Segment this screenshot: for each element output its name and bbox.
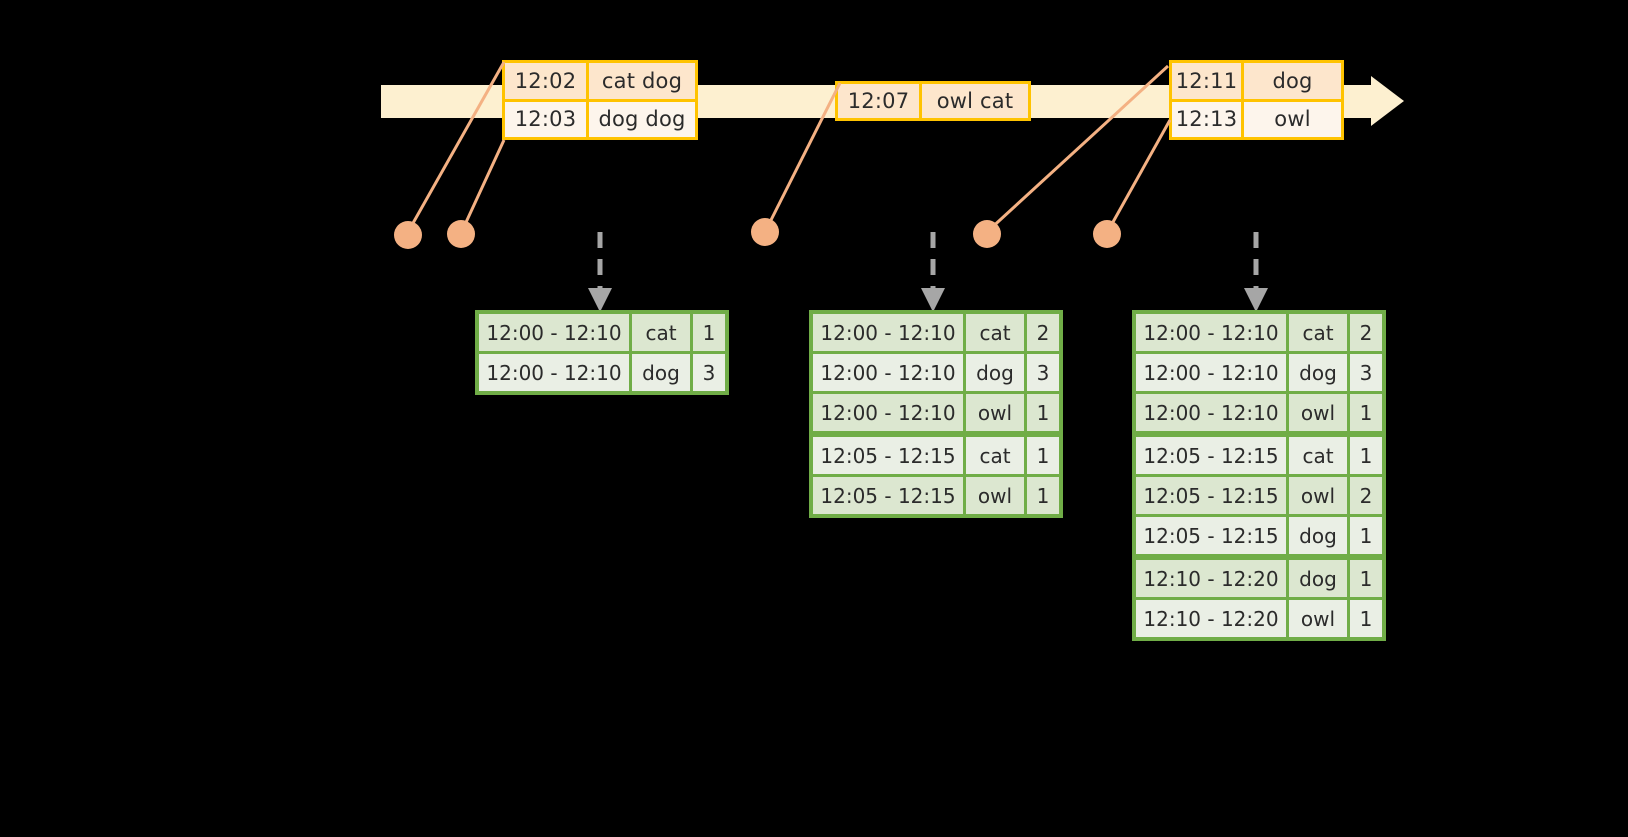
event-row: 12:03 dog dog (505, 98, 695, 137)
event-box-2: 12:07 owl cat (835, 81, 1031, 121)
event-time: 12:11 (1172, 63, 1244, 99)
table-row: 12:00 - 12:10 cat 2 (1136, 314, 1382, 351)
window-cell: 12:05 - 12:15 (813, 477, 963, 514)
word-cell: cat (966, 437, 1024, 474)
window-cell: 12:10 - 12:20 (1136, 600, 1286, 637)
word-cell: cat (632, 314, 690, 351)
count-cell: 1 (1350, 600, 1382, 637)
table-row: 12:05 - 12:15 cat 1 (813, 437, 1059, 474)
count-cell: 1 (1027, 437, 1059, 474)
word-cell: owl (1289, 394, 1347, 431)
table-row: 12:00 - 12:10 dog 3 (1136, 354, 1382, 391)
connector-dot-2 (447, 220, 475, 248)
word-cell: cat (1289, 314, 1347, 351)
count-cell: 1 (1350, 394, 1382, 431)
count-cell: 1 (693, 314, 725, 351)
window-cell: 12:00 - 12:10 (813, 394, 963, 431)
window-cell: 12:00 - 12:10 (813, 354, 963, 391)
event-time: 12:02 (505, 63, 589, 99)
word-cell: dog (1289, 517, 1347, 554)
count-cell: 1 (1350, 560, 1382, 597)
window-cell: 12:00 - 12:10 (1136, 354, 1286, 391)
window-cell: 12:00 - 12:10 (479, 354, 629, 391)
word-cell: cat (1289, 437, 1347, 474)
count-cell: 1 (1027, 477, 1059, 514)
window-group: 12:00 - 12:10 cat 2 12:00 - 12:10 dog 3 … (1136, 314, 1382, 431)
word-cell: cat (966, 314, 1024, 351)
window-cell: 12:00 - 12:10 (1136, 394, 1286, 431)
word-cell: owl (966, 477, 1024, 514)
dashed-arrow-1 (588, 232, 612, 312)
word-cell: dog (1289, 354, 1347, 391)
connector-dot-4 (973, 220, 1001, 248)
event-time: 12:07 (838, 84, 922, 118)
window-cell: 12:00 - 12:10 (813, 314, 963, 351)
event-row: 12:02 cat dog (505, 63, 695, 99)
result-table-3: 12:00 - 12:10 cat 2 12:00 - 12:10 dog 3 … (1132, 310, 1386, 641)
dashed-arrow-2 (921, 232, 945, 312)
table-row: 12:05 - 12:15 owl 1 (813, 477, 1059, 514)
count-cell: 1 (1350, 517, 1382, 554)
word-cell: owl (966, 394, 1024, 431)
event-payload: owl cat (936, 89, 1014, 113)
event-payload: dog (1272, 68, 1313, 93)
count-cell: 3 (1027, 354, 1059, 391)
window-group: 12:00 - 12:10 cat 2 12:00 - 12:10 dog 3 … (813, 314, 1059, 431)
dashed-arrow-3 (1244, 232, 1268, 312)
window-cell: 12:05 - 12:15 (1136, 517, 1286, 554)
connector-line-2 (460, 139, 506, 232)
timeline-arrow-head (1371, 76, 1404, 126)
table-row: 12:05 - 12:15 owl 2 (1136, 477, 1382, 514)
count-cell: 1 (1027, 394, 1059, 431)
word-cell: dog (966, 354, 1024, 391)
table-row: 12:10 - 12:20 owl 1 (1136, 600, 1382, 637)
count-cell: 1 (1350, 437, 1382, 474)
event-payload: dog dog (598, 107, 686, 132)
event-payload: cat dog (601, 68, 683, 93)
result-table-2: 12:00 - 12:10 cat 2 12:00 - 12:10 dog 3 … (809, 310, 1063, 518)
event-row: 12:11 dog (1172, 63, 1341, 99)
window-group: 12:10 - 12:20 dog 1 12:10 - 12:20 owl 1 (1136, 560, 1382, 637)
window-cell: 12:10 - 12:20 (1136, 560, 1286, 597)
window-cell: 12:05 - 12:15 (1136, 477, 1286, 514)
connector-line-5 (1106, 119, 1172, 232)
window-cell: 12:05 - 12:15 (1136, 437, 1286, 474)
connector-dot-3 (751, 218, 779, 246)
event-row: 12:07 owl cat (838, 84, 1028, 118)
connector-dot-5 (1093, 220, 1121, 248)
table-row: 12:00 - 12:10 owl 1 (1136, 394, 1382, 431)
word-cell: dog (632, 354, 690, 391)
count-cell: 2 (1350, 477, 1382, 514)
window-group: 12:05 - 12:15 cat 1 12:05 - 12:15 owl 1 (813, 437, 1059, 514)
event-box-1: 12:02 cat dog 12:03 dog dog (502, 60, 698, 140)
event-time: 12:13 (1172, 101, 1244, 137)
event-time: 12:03 (505, 101, 589, 137)
window-cell: 12:00 - 12:10 (1136, 314, 1286, 351)
table-row: 12:00 - 12:10 dog 3 (813, 354, 1059, 391)
result-table-1: 12:00 - 12:10 cat 1 12:00 - 12:10 dog 3 (475, 310, 729, 395)
count-cell: 3 (1350, 354, 1382, 391)
event-row: 12:13 owl (1172, 98, 1341, 137)
event-box-3: 12:11 dog 12:13 owl (1169, 60, 1344, 140)
count-cell: 2 (1027, 314, 1059, 351)
table-row: 12:00 - 12:10 cat 1 (479, 314, 725, 351)
table-row: 12:10 - 12:20 dog 1 (1136, 560, 1382, 597)
table-row: 12:00 - 12:10 dog 3 (479, 354, 725, 391)
window-group: 12:05 - 12:15 cat 1 12:05 - 12:15 owl 2 … (1136, 437, 1382, 554)
word-cell: owl (1289, 477, 1347, 514)
connector-dot-1 (394, 221, 422, 249)
window-group: 12:00 - 12:10 cat 1 12:00 - 12:10 dog 3 (479, 314, 725, 391)
table-row: 12:05 - 12:15 dog 1 (1136, 517, 1382, 554)
word-cell: owl (1289, 600, 1347, 637)
count-cell: 2 (1350, 314, 1382, 351)
table-row: 12:00 - 12:10 owl 1 (813, 394, 1059, 431)
table-row: 12:05 - 12:15 cat 1 (1136, 437, 1382, 474)
window-cell: 12:05 - 12:15 (813, 437, 963, 474)
event-payload: owl (1274, 107, 1311, 132)
table-row: 12:00 - 12:10 cat 2 (813, 314, 1059, 351)
word-cell: dog (1289, 560, 1347, 597)
window-cell: 12:00 - 12:10 (479, 314, 629, 351)
count-cell: 3 (693, 354, 725, 391)
